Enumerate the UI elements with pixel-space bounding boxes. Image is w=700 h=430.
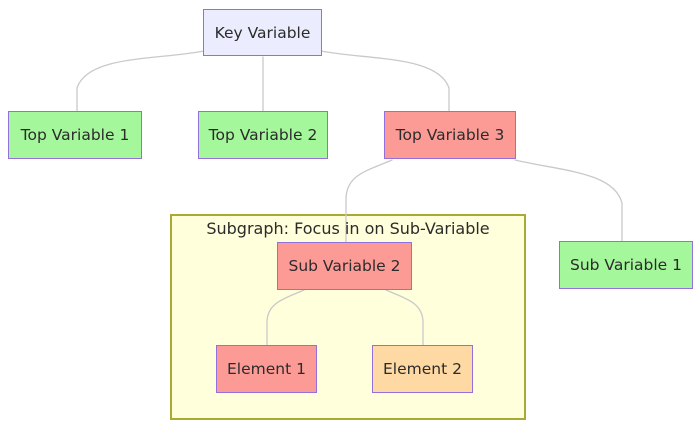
- node-element-1: Element 1: [216, 345, 317, 393]
- node-element-1-label: Element 1: [227, 360, 306, 378]
- node-key-variable-label: Key Variable: [214, 23, 311, 42]
- edge-key-to-top3: [320, 50, 450, 112]
- edge-top3-to-sub1: [514, 159, 623, 242]
- node-top-variable-3: Top Variable 3: [384, 111, 516, 159]
- node-sub-variable-1-label: Sub Variable 1: [570, 256, 682, 274]
- node-top-variable-1: Top Variable 1: [8, 111, 142, 159]
- node-top-variable-3-label: Top Variable 3: [395, 126, 505, 144]
- node-top-variable-1-label: Top Variable 1: [20, 126, 130, 144]
- subgraph-title: Subgraph: Focus in on Sub-Variable: [206, 219, 490, 238]
- edge-key-to-top1: [76, 50, 205, 112]
- node-sub-variable-1: Sub Variable 1: [559, 241, 693, 289]
- node-element-2-label: Element 2: [383, 360, 462, 378]
- node-element-2: Element 2: [372, 345, 473, 393]
- node-top-variable-2-label: Top Variable 2: [208, 126, 318, 144]
- node-sub-variable-2: Sub Variable 2: [277, 242, 412, 290]
- node-top-variable-2: Top Variable 2: [198, 111, 328, 159]
- node-sub-variable-2-label: Sub Variable 2: [288, 257, 401, 275]
- node-key-variable: Key Variable: [203, 9, 322, 56]
